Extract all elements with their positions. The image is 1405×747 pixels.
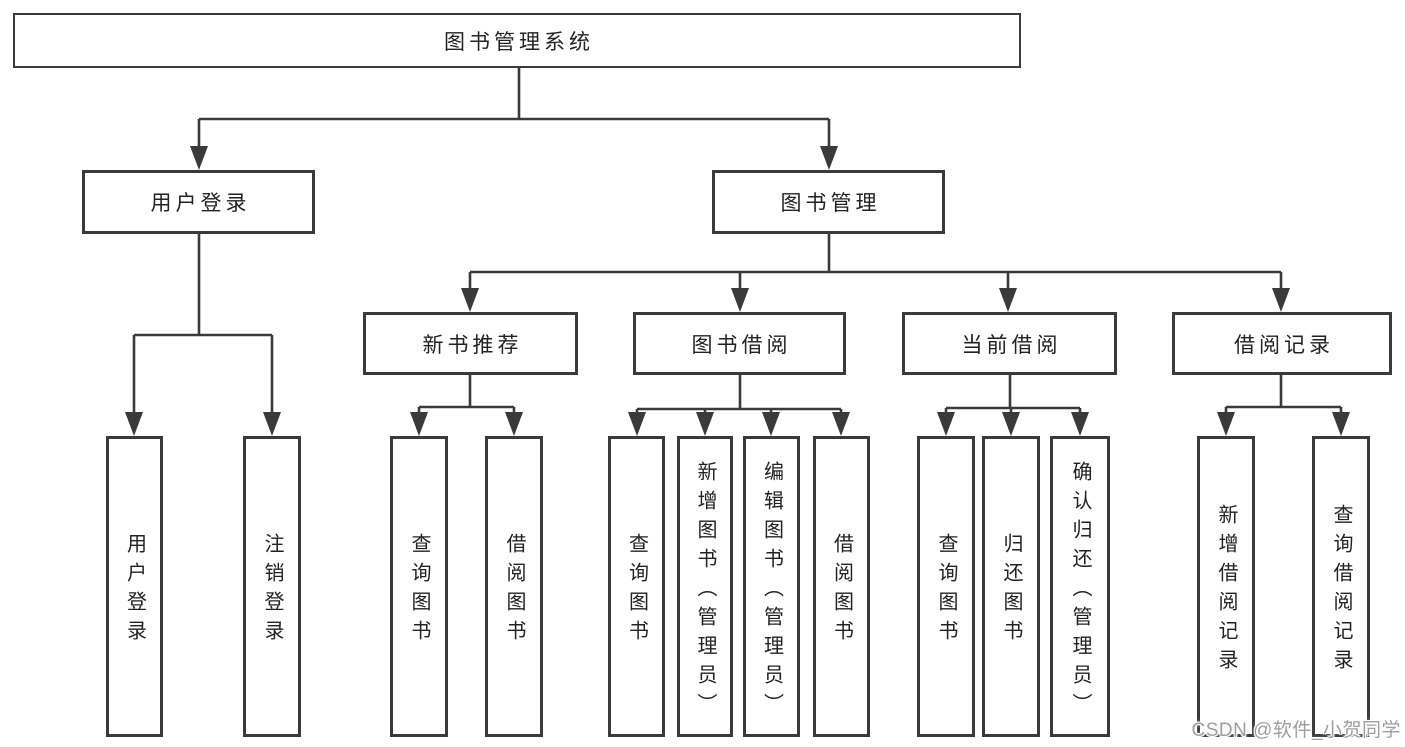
leaf-query-books-current: 查询图书 xyxy=(917,436,975,737)
leaf-borrow-books-recommend: 借阅图书 xyxy=(485,436,543,737)
leaf-user-login: 用户登录 xyxy=(106,436,163,737)
csdn-watermark: CSDN @软件_小贺同学 xyxy=(1191,720,1401,741)
node-book-management: 图书管理 xyxy=(712,170,945,234)
node-user-login: 用户登录 xyxy=(82,170,315,234)
node-book-borrowing: 图书借阅 xyxy=(633,312,846,375)
leaf-add-book-admin: 新增图书（管理员） xyxy=(677,436,733,737)
node-current-borrowing: 当前借阅 xyxy=(902,312,1117,375)
leaf-borrow-books: 借阅图书 xyxy=(813,436,870,737)
node-borrowing-records: 借阅记录 xyxy=(1172,312,1392,375)
leaf-confirm-return-admin: 确认归还（管理员） xyxy=(1050,436,1110,737)
leaf-query-books-recommend: 查询图书 xyxy=(390,436,448,737)
leaf-return-book: 归还图书 xyxy=(982,436,1040,737)
leaf-query-borrow-record: 查询借阅记录 xyxy=(1312,436,1370,737)
node-new-book-recommend: 新书推荐 xyxy=(363,312,578,375)
leaf-add-borrow-record: 新增借阅记录 xyxy=(1197,436,1255,737)
leaf-logout: 注销登录 xyxy=(243,436,301,737)
arrowhead-icons xyxy=(125,146,1350,436)
leaf-edit-book-admin: 编辑图书（管理员） xyxy=(743,436,800,737)
leaf-query-books-borrowing: 查询图书 xyxy=(608,436,665,737)
node-library-management-system: 图书管理系统 xyxy=(13,13,1021,68)
